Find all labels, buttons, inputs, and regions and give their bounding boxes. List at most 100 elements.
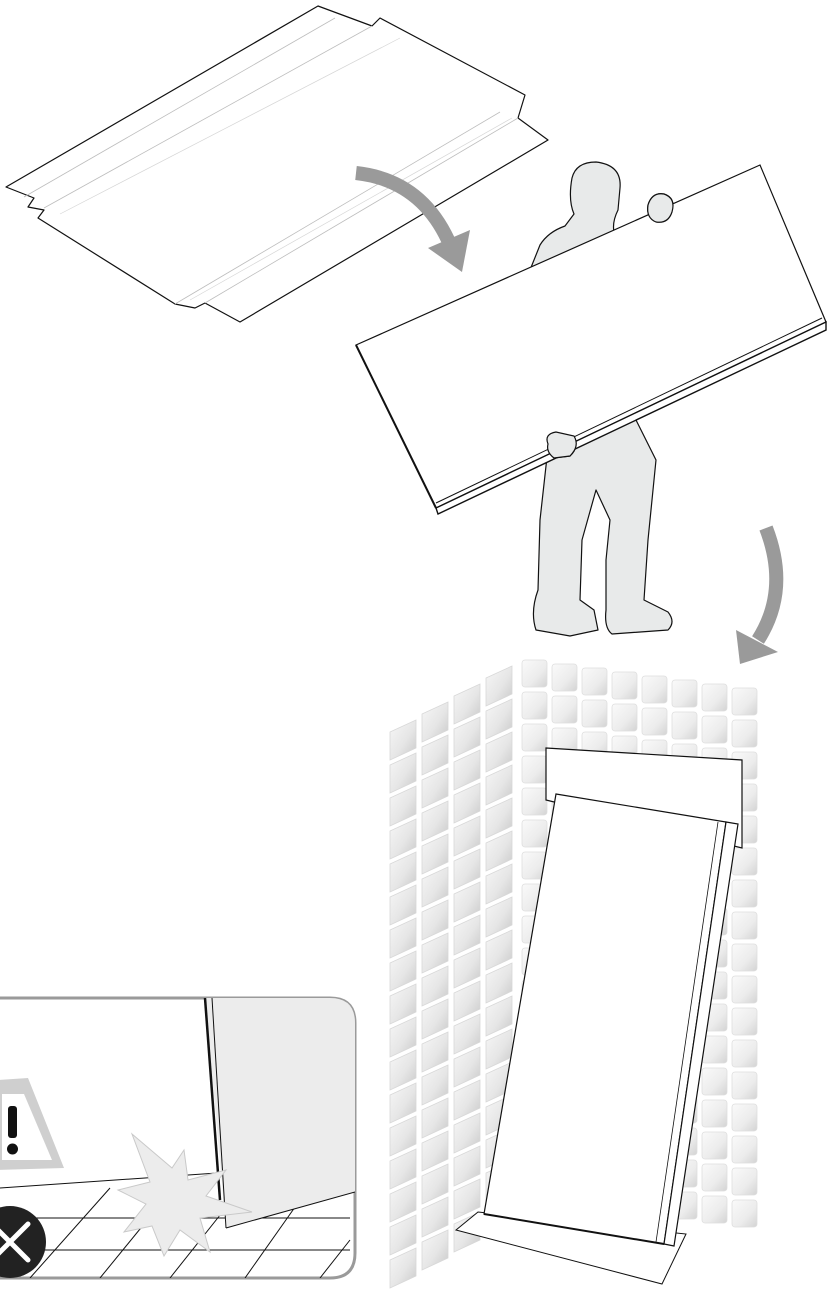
wall-tile bbox=[485, 863, 513, 905]
wall-tile bbox=[485, 1028, 513, 1070]
wall-tile bbox=[389, 1049, 417, 1091]
wall-tile bbox=[421, 701, 449, 743]
wall-tile bbox=[485, 698, 513, 740]
wall-tile bbox=[421, 1229, 449, 1271]
wall-tile bbox=[421, 1097, 449, 1139]
wall-tile bbox=[453, 848, 481, 890]
warning-box bbox=[0, 996, 357, 1280]
wall-tile bbox=[421, 1163, 449, 1205]
impact-burst-icon bbox=[116, 1132, 253, 1258]
wall-tile bbox=[731, 1039, 758, 1068]
wall-tile bbox=[521, 691, 548, 720]
wall-tile bbox=[453, 1046, 481, 1088]
wall-tile bbox=[485, 665, 513, 707]
wall-tile bbox=[453, 914, 481, 956]
wall-tile bbox=[421, 734, 449, 776]
wall-tile bbox=[485, 731, 513, 773]
wall-tile bbox=[421, 998, 449, 1040]
wall-tile bbox=[453, 782, 481, 824]
wall-tile bbox=[551, 663, 578, 692]
wall-tile bbox=[421, 1130, 449, 1172]
wall-tile bbox=[731, 975, 758, 1004]
wall-tile bbox=[453, 947, 481, 989]
wall-tile bbox=[453, 1112, 481, 1154]
wall-tile bbox=[521, 755, 548, 784]
wall-tile bbox=[731, 1103, 758, 1132]
wall-tile bbox=[485, 995, 513, 1037]
wall-tile bbox=[671, 679, 698, 708]
wall-tile bbox=[581, 699, 608, 728]
wall-tile bbox=[731, 1199, 758, 1228]
wall-tile bbox=[485, 830, 513, 872]
wall-tile bbox=[551, 695, 578, 724]
wall-tile bbox=[701, 1067, 728, 1096]
curved-arrow-icon bbox=[736, 525, 784, 664]
wall-tile bbox=[731, 1167, 758, 1196]
wall-tile bbox=[389, 851, 417, 893]
curved-arrow-icon bbox=[355, 166, 470, 272]
wall-tile bbox=[453, 980, 481, 1022]
wall-tile bbox=[421, 1196, 449, 1238]
wall-tile bbox=[701, 715, 728, 744]
wall-tile bbox=[521, 787, 548, 816]
prohibited-x-icon bbox=[0, 1206, 46, 1278]
wall-tile bbox=[453, 815, 481, 857]
wall-tile bbox=[701, 1195, 728, 1224]
wall-tile bbox=[731, 911, 758, 940]
wall-tile bbox=[389, 884, 417, 926]
wall-tile bbox=[389, 1214, 417, 1256]
wall-tile bbox=[421, 833, 449, 875]
wall-tile bbox=[731, 943, 758, 972]
wall-tile bbox=[421, 1064, 449, 1106]
wall-tile bbox=[731, 1071, 758, 1100]
wall-tile bbox=[389, 1115, 417, 1157]
wall-tile bbox=[485, 764, 513, 806]
wall-tile bbox=[421, 965, 449, 1007]
warning-triangle-icon bbox=[0, 1078, 64, 1170]
wall-tile bbox=[521, 819, 548, 848]
wall-tile bbox=[389, 818, 417, 860]
wall-tile bbox=[521, 659, 548, 688]
wall-tile bbox=[389, 1247, 417, 1289]
hand-icon bbox=[546, 431, 577, 459]
wall-tile bbox=[389, 1148, 417, 1190]
wall-tile bbox=[453, 881, 481, 923]
person-silhouette bbox=[529, 161, 673, 637]
wall-tile bbox=[485, 797, 513, 839]
wall-tile bbox=[421, 800, 449, 842]
leaning-panel bbox=[454, 747, 743, 1285]
wall-tile bbox=[671, 711, 698, 740]
wall-tile bbox=[389, 719, 417, 761]
wall-tile bbox=[731, 1007, 758, 1036]
wall-tile bbox=[453, 716, 481, 758]
wall-tile bbox=[453, 1013, 481, 1055]
wall-tile bbox=[485, 962, 513, 1004]
wall-tile bbox=[701, 683, 728, 712]
wall-tile bbox=[421, 866, 449, 908]
wall-tile bbox=[421, 932, 449, 974]
wall-tile bbox=[453, 749, 481, 791]
wall-tile bbox=[389, 917, 417, 959]
wall-tile bbox=[521, 723, 548, 752]
wall-tile bbox=[701, 1131, 728, 1160]
wall-tile bbox=[421, 1031, 449, 1073]
wall-tile bbox=[485, 896, 513, 938]
wall-tile bbox=[611, 703, 638, 732]
wall-tile bbox=[389, 752, 417, 794]
wall-tile bbox=[453, 1079, 481, 1121]
wall-tile bbox=[731, 719, 758, 748]
wall-tile bbox=[731, 687, 758, 716]
wall-tile bbox=[453, 1145, 481, 1187]
wall-tile bbox=[581, 667, 608, 696]
wall-tile bbox=[389, 785, 417, 827]
wall-tile bbox=[731, 847, 758, 876]
wall-tile bbox=[701, 1099, 728, 1128]
hand-icon bbox=[647, 193, 674, 223]
wall-tile bbox=[453, 1178, 481, 1220]
wall-tile bbox=[421, 899, 449, 941]
wall-tile bbox=[389, 950, 417, 992]
wall-tile bbox=[389, 983, 417, 1025]
wall-tile bbox=[453, 683, 481, 725]
wall-tile bbox=[641, 675, 668, 704]
